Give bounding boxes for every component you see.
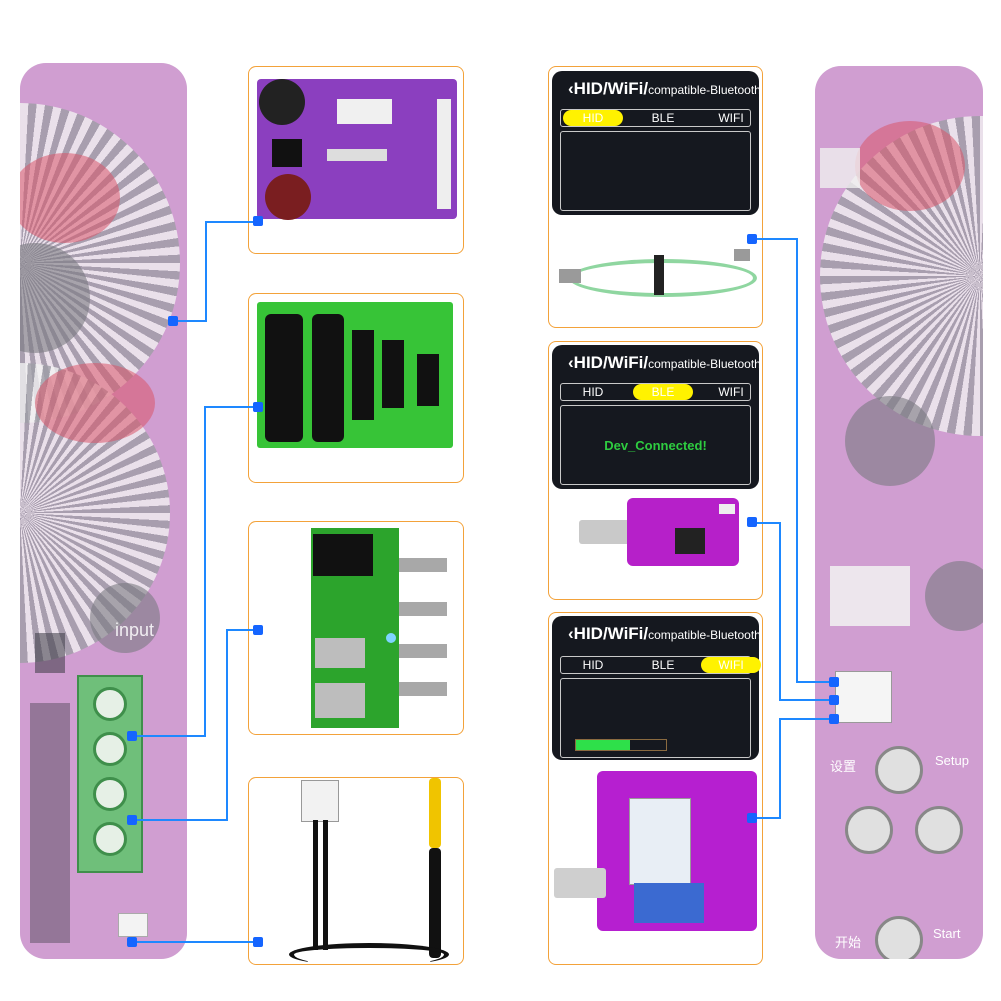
wired-hid-card: ‹HID/WiFi/compatible-Bluetooth HID BLE W…: [548, 66, 763, 328]
tab-ble[interactable]: BLE: [633, 384, 693, 400]
screen-title: ‹HID/WiFi/compatible-Bluetooth: [568, 79, 761, 98]
progress-fill: [576, 740, 630, 750]
tab-ble[interactable]: BLE: [651, 111, 675, 125]
battery-box-image: [257, 302, 453, 448]
right-board-image: Setup Start 设置 开始: [815, 66, 983, 959]
status-message: Dev_Connected!: [604, 438, 707, 453]
usb-cable-image: [559, 239, 757, 309]
screen-title: ‹HID/WiFi/compatible-Bluetooth: [568, 624, 761, 643]
temperature-probe-image: [249, 778, 463, 964]
wifi-module-image: [549, 763, 762, 963]
ble-card: ‹HID/WiFi/compatible-Bluetooth HID BLE W…: [548, 341, 763, 600]
battery-box-card: [248, 293, 464, 483]
power-module-image: [257, 79, 457, 220]
start-label: Start: [933, 926, 961, 941]
output-module-card: [248, 521, 464, 735]
output-module-image: [311, 528, 399, 728]
wifi-card: ‹HID/WiFi/compatible-Bluetooth HID BLE W…: [548, 612, 763, 965]
screen-title: ‹HID/WiFi/compatible-Bluetooth: [568, 353, 761, 372]
device-screen-wifi: ‹HID/WiFi/compatible-Bluetooth HID BLE W…: [552, 616, 761, 760]
temperature-probe-card: [248, 777, 464, 965]
tab-hid[interactable]: HID: [563, 110, 623, 126]
tab-ble[interactable]: BLE: [651, 658, 675, 672]
left-board-image: input: [20, 63, 187, 959]
terminal-block: [77, 675, 143, 873]
progress-bar: [575, 739, 667, 751]
tab-hid[interactable]: HID: [582, 385, 604, 399]
setup-label: Setup: [935, 753, 969, 768]
tab-wifi[interactable]: WIFI: [718, 385, 744, 399]
device-screen-hid: ‹HID/WiFi/compatible-Bluetooth HID BLE W…: [552, 71, 761, 215]
setup-cn-label: 设置: [830, 759, 857, 774]
ble-dongle-image: [579, 492, 749, 572]
start-cn-label: 开始: [835, 935, 862, 950]
power-module-card: [248, 66, 464, 254]
input-label: input: [115, 620, 155, 640]
tab-hid[interactable]: HID: [582, 658, 604, 672]
device-screen-ble: ‹HID/WiFi/compatible-Bluetooth HID BLE W…: [552, 345, 761, 489]
tab-wifi[interactable]: WIFI: [718, 111, 744, 125]
tab-wifi[interactable]: WIFI: [701, 657, 761, 673]
